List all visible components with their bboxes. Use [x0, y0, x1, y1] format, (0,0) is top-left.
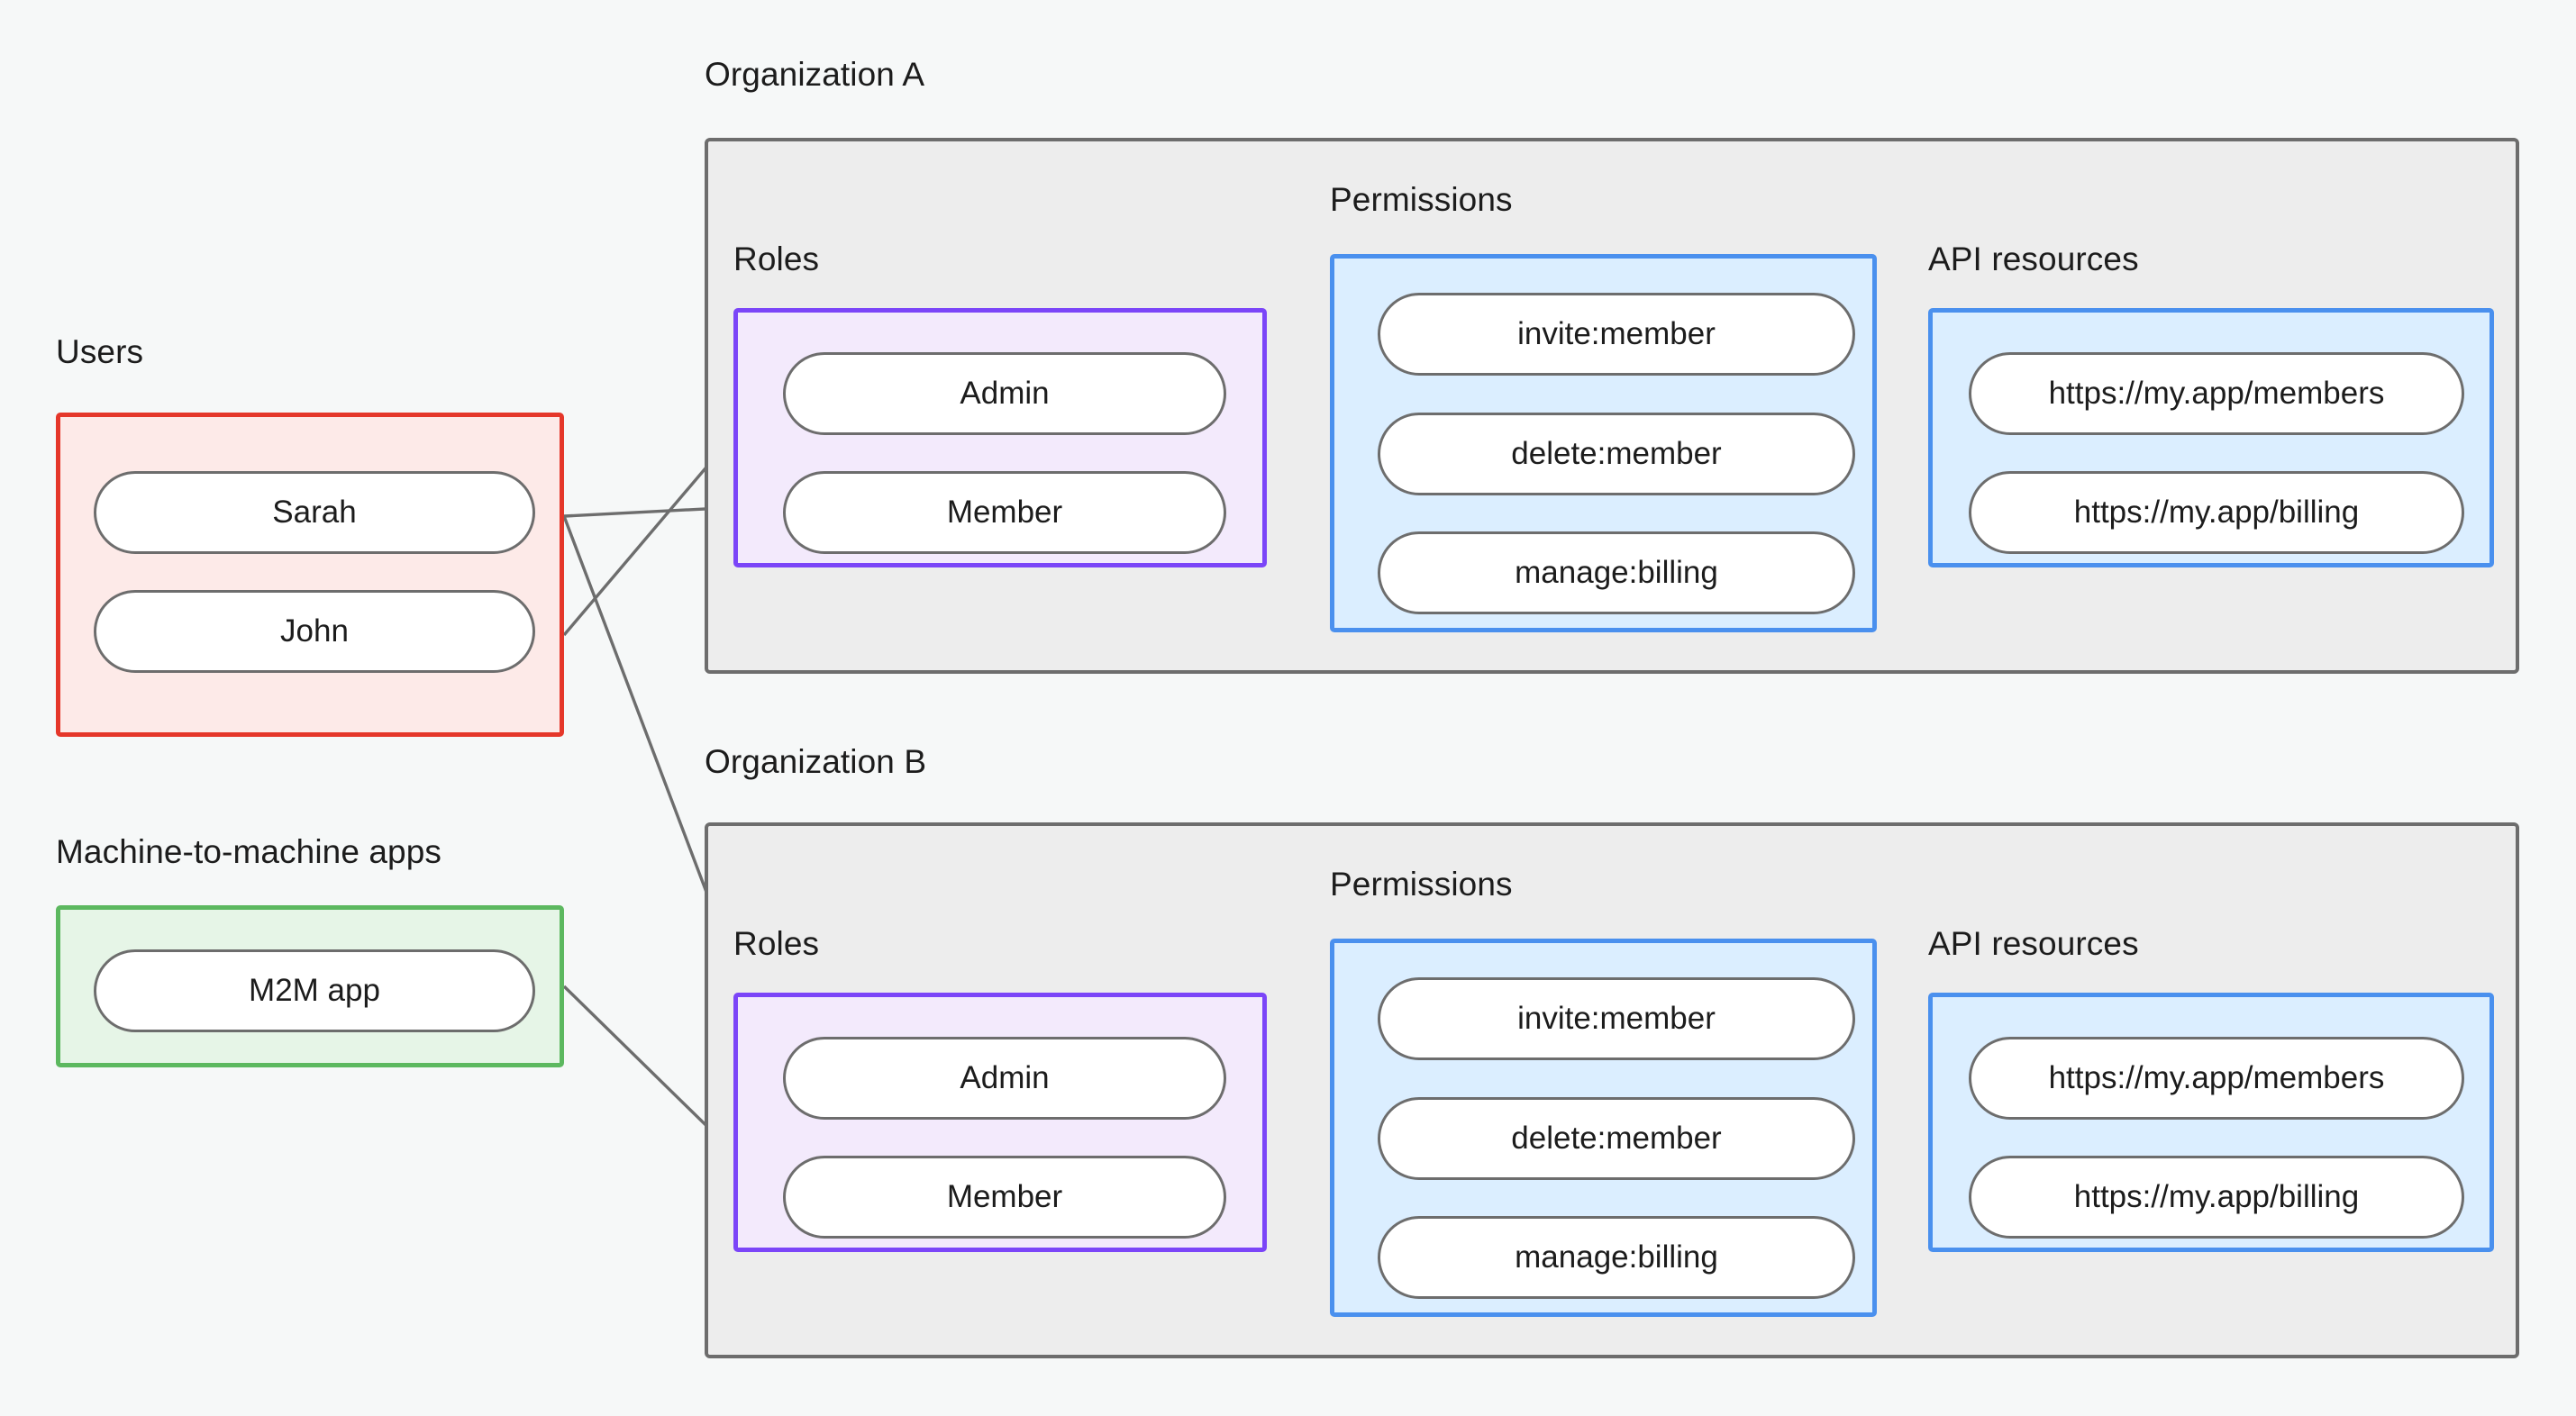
user-node-john[interactable]: John — [94, 590, 535, 673]
org-a-permission-delete-member[interactable]: delete:member — [1378, 413, 1855, 495]
org-a-title: Organization A — [705, 56, 925, 93]
org-b-role-admin[interactable]: Admin — [783, 1037, 1226, 1120]
org-a-roles-box: Admin Member — [733, 308, 1267, 567]
org-a-api-resources-box: https://my.app/members https://my.app/bi… — [1928, 308, 2494, 567]
org-b-permission-delete-member[interactable]: delete:member — [1378, 1097, 1855, 1180]
users-box: Sarah John — [56, 413, 564, 737]
org-a-permission-invite-member[interactable]: invite:member — [1378, 293, 1855, 376]
org-b-permission-invite-member[interactable]: invite:member — [1378, 977, 1855, 1060]
org-b-container: Roles Admin Member Permissions invite:me… — [705, 822, 2519, 1358]
org-b-title: Organization B — [705, 743, 927, 780]
org-b-permission-manage-billing[interactable]: manage:billing — [1378, 1216, 1855, 1299]
users-group-label: Users — [56, 333, 144, 370]
user-node-sarah[interactable]: Sarah — [94, 471, 535, 554]
org-b-api-resources-label: API resources — [1928, 925, 2139, 962]
org-a-permissions-label: Permissions — [1330, 181, 1513, 218]
org-a-api-resource-billing[interactable]: https://my.app/billing — [1969, 471, 2464, 554]
org-b-permissions-label: Permissions — [1330, 866, 1513, 903]
org-a-permissions-box: invite:member delete:member manage:billi… — [1330, 254, 1877, 632]
org-a-api-resources-label: API resources — [1928, 241, 2139, 277]
m2m-box: M2M app — [56, 905, 564, 1067]
org-a-role-admin[interactable]: Admin — [783, 352, 1226, 435]
org-b-api-resources-box: https://my.app/members https://my.app/bi… — [1928, 993, 2494, 1252]
org-a-container: Roles Admin Member Permissions invite:me… — [705, 138, 2519, 674]
org-a-api-resource-members[interactable]: https://my.app/members — [1969, 352, 2464, 435]
m2m-node-app[interactable]: M2M app — [94, 949, 535, 1032]
org-b-roles-box: Admin Member — [733, 993, 1267, 1252]
org-a-roles-label: Roles — [733, 241, 820, 277]
org-b-api-resource-billing[interactable]: https://my.app/billing — [1969, 1156, 2464, 1239]
org-b-role-member[interactable]: Member — [783, 1156, 1226, 1239]
org-a-permission-manage-billing[interactable]: manage:billing — [1378, 531, 1855, 614]
m2m-group-label: Machine-to-machine apps — [56, 833, 442, 870]
org-b-api-resource-members[interactable]: https://my.app/members — [1969, 1037, 2464, 1120]
org-b-permissions-box: invite:member delete:member manage:billi… — [1330, 939, 1877, 1317]
org-a-role-member[interactable]: Member — [783, 471, 1226, 554]
org-b-roles-label: Roles — [733, 925, 820, 962]
